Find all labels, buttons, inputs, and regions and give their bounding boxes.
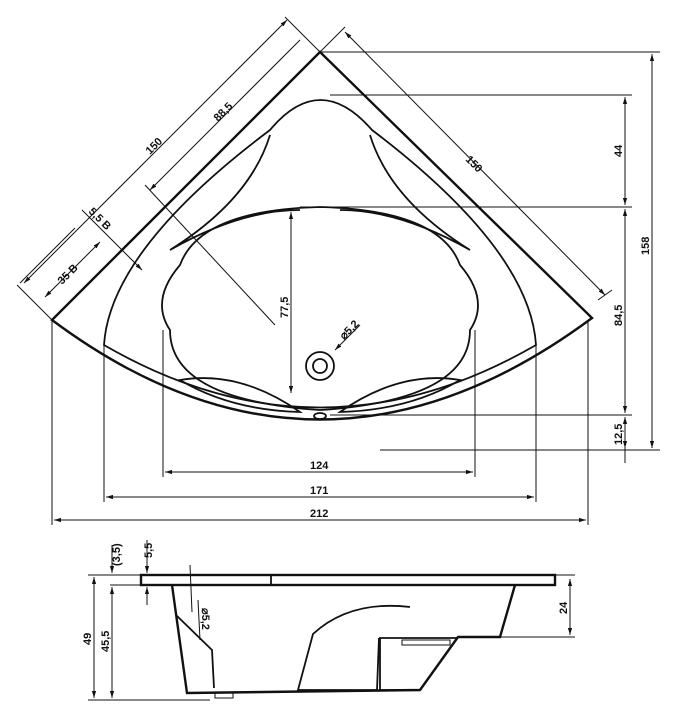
dim-5-5: 5,5	[143, 543, 155, 558]
side-rim	[139, 573, 557, 587]
side-drain	[214, 691, 234, 699]
dim-45-5: 45,5	[100, 631, 112, 652]
extension-lines	[16, 16, 660, 525]
side-support	[401, 639, 451, 646]
dim-212: 212	[310, 508, 328, 520]
dim-84-5: 84,5	[613, 305, 625, 326]
top-view: 150 88,5 150 5,5 B 35 B 77,5 ⌀5,2 44 158…	[16, 16, 660, 525]
armrest-right	[337, 377, 463, 413]
outer-rim-outline	[50, 50, 594, 421]
overflow	[313, 412, 327, 420]
dim-171: 171	[310, 485, 328, 497]
armrest-left	[177, 377, 303, 413]
side-dimension-lines	[88, 540, 575, 701]
headrest-right	[339, 134, 471, 251]
side-step	[296, 604, 458, 691]
drain-inner	[312, 358, 328, 374]
dim-left-side: 150	[144, 136, 165, 157]
dimension-lines	[19, 19, 655, 523]
dim-12-5: 12,5	[613, 424, 625, 445]
dim-drain-side: ⌀5,2	[199, 608, 211, 630]
dim-front-b: 35 B	[56, 262, 81, 287]
side-headrest	[175, 614, 215, 689]
dim-24: 24	[558, 601, 570, 614]
dim-124: 124	[310, 460, 329, 472]
inner-rim-outline	[103, 99, 537, 409]
dim-drain-top: ⌀5,2	[338, 318, 362, 342]
dim-basin-depth: 77,5	[279, 297, 291, 318]
dim-inner-diag: 88,5	[212, 100, 236, 124]
dim-49: 49	[82, 633, 94, 645]
drain-outer	[305, 351, 335, 381]
dim-right-side: 150	[463, 154, 484, 175]
dim-158: 158	[640, 237, 652, 255]
dim-rim-b: 5,5 B	[86, 206, 113, 233]
side-view: (3,5) 5,5 49 45,5 ⌀5,2 24	[82, 540, 575, 701]
dim-44: 44	[613, 144, 625, 157]
dim-3-5: (3,5)	[111, 543, 123, 566]
side-body	[170, 584, 517, 695]
